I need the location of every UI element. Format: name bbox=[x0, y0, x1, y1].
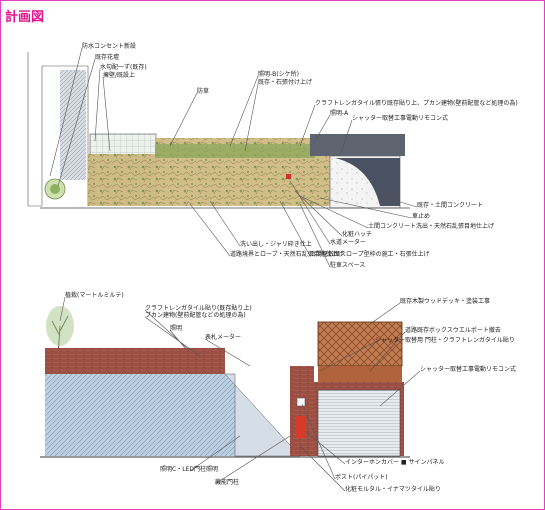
plan-label-road-slope: 道路境界とローブ・天然石乱張目地仕上げ bbox=[230, 250, 344, 258]
elev-label-meter: 表札メーター bbox=[205, 333, 241, 341]
plan-label-brick-tile: クラフトレンガタイル張り既存貼り上、プカン建物(壁前配管など処理の為) bbox=[315, 99, 518, 107]
elev-label-wood-deck: 既存木製ウッドデッキ・塗装工事 bbox=[400, 297, 490, 305]
intercom-panel bbox=[296, 416, 306, 438]
plan-label-gravel: 洗い出し・ジャリ砕き仕上 bbox=[240, 240, 312, 248]
elev-label-brick-tile: クラフトレンガタイル貼り(既存貼り上) bbox=[145, 304, 252, 312]
planting-strip bbox=[155, 144, 315, 158]
elev-label-gate-post: 機能門柱 bbox=[215, 478, 239, 486]
wood-deck-lattice bbox=[317, 321, 403, 367]
page-title: 計画図 bbox=[5, 10, 45, 25]
elev-label-carport-removal: 道路既存ボックスウエルポート撤去 bbox=[405, 326, 501, 334]
elev-label-post: ポスト(パイパット) bbox=[335, 473, 388, 481]
building-wall-hatch bbox=[60, 70, 86, 180]
plan-label-parking: 駐車スペース bbox=[330, 261, 365, 269]
tree-canopy bbox=[46, 306, 74, 346]
plan-leaders bbox=[49, 47, 418, 268]
plan-label-outlet: 防水コンセント新設 bbox=[82, 42, 136, 50]
plan-label-light-b: 照明-B(シケ所) bbox=[258, 70, 299, 78]
plan-label-concrete-wash: 土間コンクリート洗出・天然石乱張目地仕上げ bbox=[368, 222, 494, 230]
ramp bbox=[224, 373, 301, 457]
plan-label-drain: 水勾配一ず(既存) bbox=[100, 63, 147, 71]
elev-label-tree: 植栽(マートルミルテ) bbox=[65, 291, 124, 299]
water-meter-marker bbox=[286, 174, 291, 179]
plan-label-existing-concrete: 既存・土間コンクリート bbox=[417, 201, 483, 209]
plan-label-ramp: 土間花敷面スロープ型枠の施工・石張仕上げ bbox=[310, 250, 430, 258]
elev-label-light: 照明 bbox=[170, 325, 182, 332]
gate-pillar bbox=[290, 366, 314, 456]
elevation-view: 植栽(マートルミルテ) クラフトレンガタイル貼り(既存貼り上) プカン建物(壁前… bbox=[40, 291, 516, 493]
plan-label-decor-hatch: 化粧ハッチ bbox=[342, 230, 372, 238]
plan-label-flowerbed: 既存花壇 bbox=[95, 53, 119, 61]
building-outline bbox=[27, 52, 89, 207]
post-box bbox=[296, 397, 306, 407]
plan-label-car-stop: 車止め bbox=[412, 212, 430, 220]
elev-label-intercom: インターホンカバー ■ サインパネル bbox=[345, 458, 444, 466]
garage-shutter bbox=[317, 389, 401, 457]
plan-label-shutter: シャッター取替工事電動リモコン式 bbox=[352, 114, 448, 122]
main-wall bbox=[45, 374, 235, 456]
elev-label-piping: プカン建物(壁前配管などの処理の為) bbox=[145, 311, 246, 319]
plan-label-existing-stone: 既存・石張付け上げ bbox=[258, 78, 312, 86]
flower-bed-center bbox=[50, 184, 60, 194]
elev-label-led-light: 照明C・LED門柱照明 bbox=[160, 465, 218, 473]
brick-wall-top bbox=[45, 348, 225, 374]
garage-band bbox=[310, 134, 405, 156]
plan-label-retaining-wall: 擁壁/既設上 bbox=[103, 71, 135, 79]
wood-deck-base bbox=[318, 366, 402, 382]
plan-label-light-a: 照明-A bbox=[330, 110, 349, 117]
plan-view: 防水コンセント新設 既存花壇 水勾配一ず(既存) 擁壁/既設上 防草 照明-B(… bbox=[27, 42, 518, 269]
elev-label-mortar: 化粧モルタル・イナマツタイル貼り bbox=[345, 485, 441, 493]
elev-label-gate-brick: シャッター取替用 門柱・クラフトレンガタイル貼り bbox=[375, 336, 515, 344]
shutter-area bbox=[335, 158, 400, 206]
elevation-leaders bbox=[59, 296, 421, 492]
plan-label-water-meter: 水道メーター bbox=[330, 238, 366, 246]
plan-label-weed: 防草 bbox=[197, 87, 209, 95]
elev-label-shutter: シャッター取替工事電動リモコン式 bbox=[420, 365, 516, 373]
